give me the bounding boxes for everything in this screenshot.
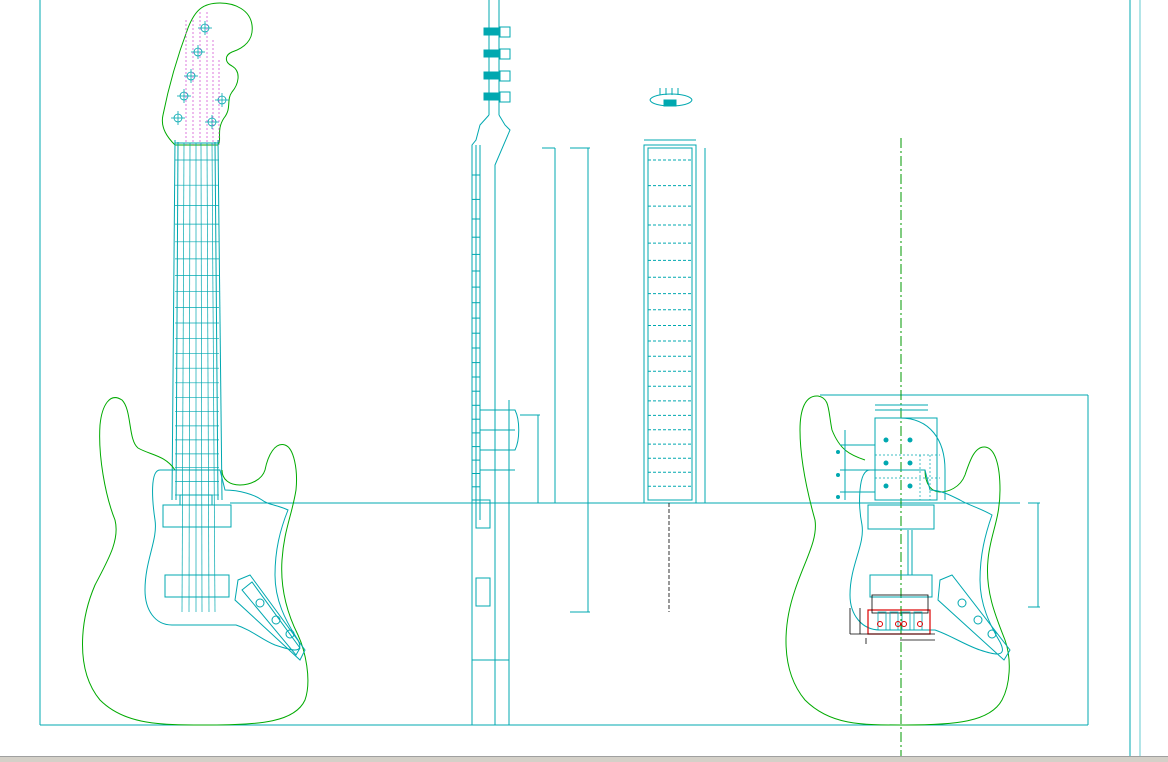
body2-outline [785, 395, 1010, 726]
pocket-dashes [875, 454, 940, 500]
frame-lines [39, 0, 1141, 756]
bridge-highlight [849, 594, 935, 644]
status-bar [0, 756, 1168, 762]
neck-pocket-dots [836, 437, 913, 499]
string-guides [185, 12, 220, 145]
front-view-full-guitar [82, 2, 309, 726]
pickups [162, 494, 232, 598]
tuner-posts [171, 21, 229, 129]
side-tuners [483, 26, 511, 103]
top-view-fretboard [643, 88, 706, 612]
pickguard [144, 469, 301, 651]
body-outline [82, 397, 309, 726]
nut-profile [649, 93, 693, 107]
fretboard-frets [648, 159, 692, 501]
neck [171, 139, 223, 501]
control-plate [234, 574, 306, 661]
body-front-view [785, 138, 1040, 756]
side-view-neck [471, 0, 590, 725]
side-frets [472, 174, 480, 501]
headstock-outline [161, 2, 253, 146]
strings [181, 142, 216, 613]
